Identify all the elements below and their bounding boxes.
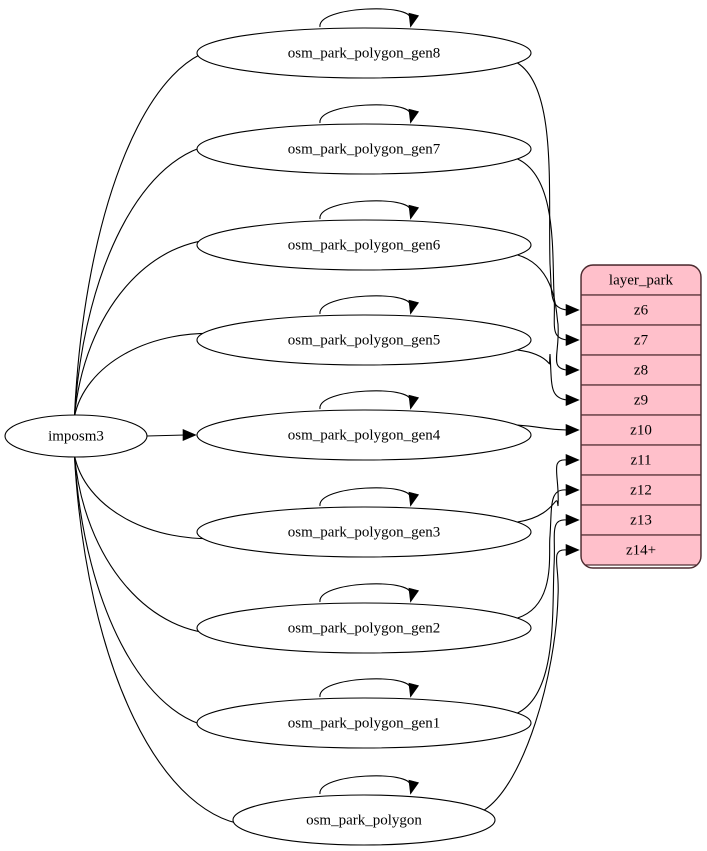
edge-gen4-to-z10: [517, 424, 568, 431]
table-row-label-z13: z13: [630, 512, 652, 528]
self-loop-gen5: [319, 295, 411, 315]
node-imposm3[interactable]: [4, 414, 148, 458]
node-imposm3-label: imposm3: [48, 428, 104, 444]
self-loop-arrow-gen1: [408, 682, 420, 698]
self-loop-arrow-gen5: [408, 299, 420, 315]
edge-imposm3-to-base: [73, 454, 257, 827]
self-loop-base: [319, 775, 411, 795]
self-loop-gen4: [319, 390, 411, 410]
edge-imposm3-to-gen7: [73, 142, 229, 418]
self-loop-gen8: [319, 8, 411, 28]
edge-arrow-gen4-z10: [565, 424, 580, 436]
table-row-label-z10: z10: [630, 422, 652, 438]
node-gen4[interactable]: [196, 409, 532, 461]
edge-gen5-to-z9: [517, 349, 568, 401]
edge-gen7-to-z7: [517, 158, 568, 341]
self-loop-arrow-base: [408, 779, 420, 795]
layer-park-table-group: layer_park z6 z7 z8 z9 z10 z11 z12 z13 z14+: [580, 264, 702, 569]
edge-arrow-gen7-z7: [565, 334, 580, 346]
table-row-label-z12: z12: [630, 482, 652, 498]
table-row-z6[interactable]: [581, 294, 701, 326]
node-gen1-label: osm_park_polygon_gen1: [288, 715, 440, 731]
self-loop-gen6: [319, 200, 411, 220]
edge-arrow-base-z14+: [565, 544, 580, 556]
table-row-z12[interactable]: [581, 474, 701, 506]
edge-gen6-to-z8: [517, 254, 568, 371]
table-row-label-z8: z8: [634, 362, 648, 378]
table-row-z14+[interactable]: [581, 534, 701, 566]
edge-arrow-gen2-z12: [565, 484, 580, 496]
edge-imposm3-to-gen6: [73, 238, 229, 418]
table-outline: [580, 264, 702, 569]
node-gen6[interactable]: [196, 219, 532, 271]
polygon-nodes: osm_park_polygon_gen8 osm_park_polygon_ge…: [196, 27, 532, 846]
edge-imposm3-to-gen8: [73, 46, 229, 418]
table-header-label: layer_park: [609, 272, 674, 288]
edges-to-layer-park: [483, 62, 580, 811]
node-gen8-label: osm_park_polygon_gen8: [288, 45, 440, 61]
table-row-label-z14+: z14+: [626, 542, 656, 558]
node-base-label: osm_park_polygon: [306, 812, 422, 828]
table-row-label-z6: z6: [634, 302, 649, 318]
self-loop-arrow-gen4: [408, 394, 420, 410]
self-loop-gen1: [319, 678, 411, 698]
edge-gen8-to-z6: [517, 62, 568, 311]
edge-gen2-to-z12: [517, 489, 568, 619]
self-loop-edges: [319, 8, 420, 795]
self-loop-arrow-gen3: [408, 491, 420, 507]
node-gen3-label: osm_park_polygon_gen3: [288, 524, 440, 540]
edge-gen3-to-z11: [517, 459, 568, 523]
edge-arrow-imposm3-gen4: [182, 429, 197, 441]
self-loop-arrow-gen6: [408, 204, 420, 220]
source-node-group: imposm3: [4, 414, 148, 458]
node-gen8[interactable]: [196, 27, 532, 79]
table-row-label-z11: z11: [630, 452, 651, 468]
node-gen1[interactable]: [196, 697, 532, 749]
table-row-z10[interactable]: [581, 414, 701, 446]
self-loop-gen7: [319, 104, 411, 124]
node-gen4-label: osm_park_polygon_gen4: [288, 427, 441, 443]
edge-arrow-gen1-z13: [565, 514, 580, 526]
edge-arrow-gen3-z11: [565, 454, 580, 466]
table-row-z9[interactable]: [581, 384, 701, 416]
node-gen6-label: osm_park_polygon_gen6: [288, 237, 441, 253]
node-gen7-label: osm_park_polygon_gen7: [288, 141, 441, 157]
edge-arrow-gen6-z8: [565, 364, 580, 376]
edge-imposm3-to-gen4: [146, 434, 186, 437]
node-gen7[interactable]: [196, 123, 532, 175]
self-loop-arrow-gen8: [408, 12, 420, 28]
node-gen3[interactable]: [196, 506, 532, 558]
edge-imposm3-to-gen5: [73, 332, 229, 418]
edge-imposm3-to-gen3: [73, 454, 229, 540]
self-loop-gen3: [319, 487, 411, 507]
node-gen5-label: osm_park_polygon_gen5: [288, 332, 440, 348]
table-row-label-z9: z9: [634, 392, 648, 408]
edge-arrow-gen8-z6: [565, 304, 580, 316]
table-row-z13[interactable]: [581, 504, 701, 536]
edge-imposm3-to-gen2: [73, 454, 229, 635]
edge-imposm3-to-gen1: [73, 454, 229, 730]
node-gen2[interactable]: [196, 602, 532, 654]
node-base[interactable]: [232, 794, 496, 846]
node-gen5[interactable]: [196, 314, 532, 366]
edge-gen1-to-z13: [517, 519, 568, 714]
table-row-label-z7: z7: [634, 332, 649, 348]
edge-arrow-gen5-z9: [565, 394, 580, 406]
table-row-z7[interactable]: [581, 324, 701, 356]
node-gen2-label: osm_park_polygon_gen2: [288, 620, 440, 636]
self-loop-arrow-gen7: [408, 108, 420, 124]
self-loop-gen2: [319, 583, 411, 603]
edge-base-to-z14+: [483, 549, 568, 811]
self-loop-arrow-gen2: [408, 587, 420, 603]
